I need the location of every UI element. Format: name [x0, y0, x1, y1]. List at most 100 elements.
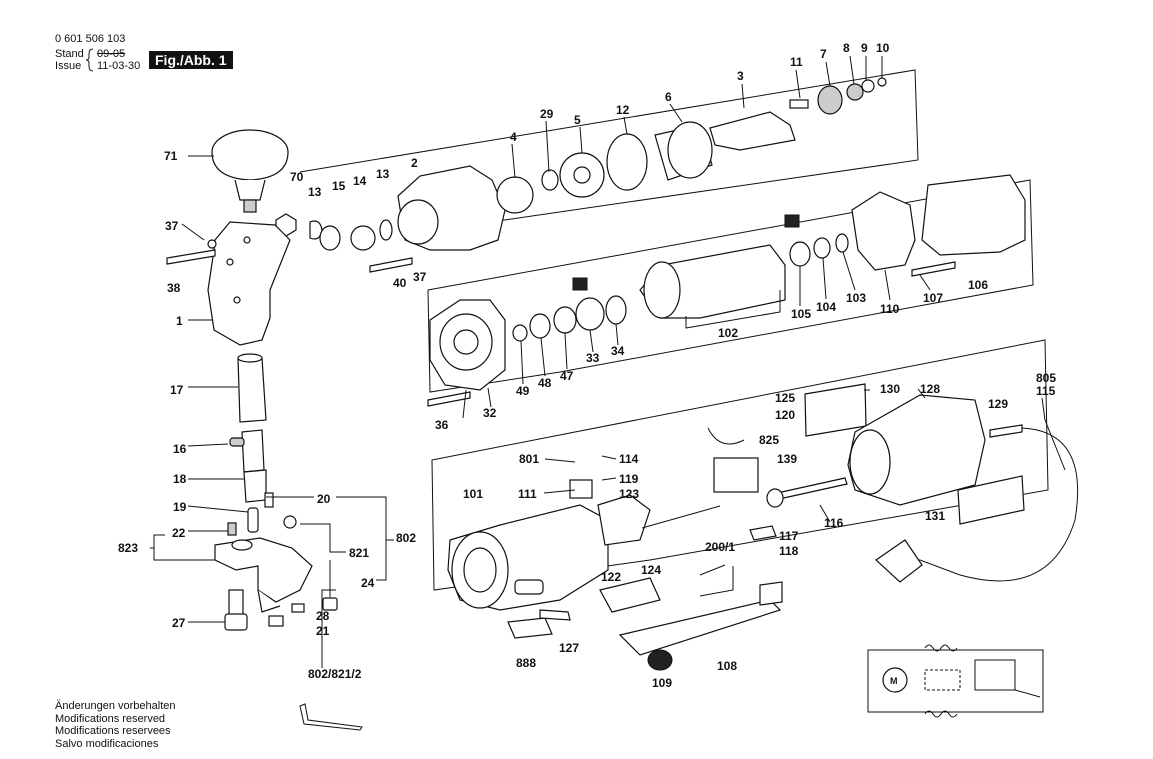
switch-part	[713, 457, 759, 493]
callout-128: 128	[920, 382, 940, 396]
part-number: 0 601 506 103	[55, 33, 126, 45]
callout-6: 6	[665, 90, 672, 104]
callout-127: 127	[559, 641, 579, 655]
callout-802-821-2: 802/821/2	[308, 667, 362, 681]
fan-part	[851, 191, 916, 271]
callout-821: 821	[349, 546, 369, 560]
callout-47: 47	[560, 369, 574, 383]
note-en: Modifications reserved	[55, 712, 166, 725]
callout-37b: 37	[413, 270, 427, 284]
circuit-schematic: M	[867, 644, 1044, 718]
nameplate-part	[957, 475, 1025, 525]
callout-11: 11	[790, 55, 803, 69]
callout-33: 33	[586, 351, 600, 365]
housing-parts	[447, 383, 1079, 671]
callout-129: 129	[988, 397, 1008, 411]
note-es: Salvo modificaciones	[55, 737, 159, 750]
callout-120: 120	[775, 408, 795, 422]
spindle-part	[709, 111, 796, 151]
note-de: Änderungen vorbehalten	[55, 700, 176, 712]
callout-119: 119	[619, 472, 639, 486]
callout-118: 118	[779, 544, 799, 558]
callout-801: 801	[519, 452, 539, 466]
issue-value: 11-03-30	[97, 60, 141, 72]
callout-13b: 13	[376, 167, 390, 181]
callout-16: 16	[173, 442, 187, 456]
motor-parts	[427, 174, 1026, 407]
callout-116: 116	[824, 516, 844, 530]
callout-111: 111	[518, 487, 537, 501]
callout-22: 22	[172, 526, 186, 540]
callout-823: 823	[118, 541, 138, 555]
callout-101: 101	[463, 487, 483, 501]
issue-label: Issue	[55, 60, 82, 72]
callout-805: 805	[1036, 371, 1056, 385]
callout-17: 17	[170, 383, 184, 397]
gear-train-parts	[397, 77, 887, 251]
callout-131: 131	[925, 509, 945, 523]
callout-48: 48	[538, 376, 552, 390]
callout-888: 888	[516, 656, 536, 670]
label-plate-part	[804, 383, 867, 437]
leader-lines	[150, 55, 1066, 668]
callout-104: 104	[816, 300, 836, 314]
modification-notes: Änderungen vorbehalten Modifications res…	[55, 700, 175, 750]
callout-19: 19	[173, 500, 187, 514]
callout-34: 34	[611, 344, 625, 358]
callout-21: 21	[316, 624, 330, 638]
callout-18: 18	[173, 472, 187, 486]
callout-110: 110	[880, 302, 900, 316]
callout-32: 32	[483, 406, 497, 420]
callout-825: 825	[759, 433, 779, 447]
callout-123: 123	[619, 487, 639, 501]
callout-13a: 13	[308, 185, 322, 199]
blade-holder-part	[214, 537, 313, 603]
callout-139: 139	[777, 452, 797, 466]
callout-27: 27	[172, 616, 186, 630]
callout-103: 103	[846, 291, 866, 305]
callout-3: 3	[737, 69, 744, 83]
callout-38: 38	[167, 281, 181, 295]
callout-24: 24	[361, 576, 375, 590]
callout-109: 109	[652, 676, 672, 690]
callout-5: 5	[574, 113, 581, 127]
callout-1: 1	[176, 314, 183, 328]
callout-124: 124	[641, 563, 661, 577]
callout-200-1: 200/1	[705, 540, 735, 554]
callout-28: 28	[316, 609, 330, 623]
callout-10: 10	[876, 41, 890, 55]
callout-105: 105	[791, 307, 811, 321]
svg-text:M: M	[890, 676, 898, 686]
callout-49: 49	[516, 384, 530, 398]
callout-20: 20	[317, 492, 331, 506]
callout-117: 117	[779, 529, 799, 543]
callout-115: 115	[1036, 384, 1056, 398]
sleeve-part	[237, 357, 267, 423]
callout-8: 8	[843, 41, 850, 55]
stand-value: 09-05	[97, 48, 126, 60]
callout-14: 14	[353, 174, 367, 188]
callout-114: 114	[619, 452, 639, 466]
figure-label: Fig./Abb. 1	[149, 51, 233, 69]
callout-125: 125	[775, 391, 795, 405]
handle-assembly	[166, 129, 413, 731]
callout-802: 802	[396, 531, 416, 545]
callout-71: 71	[164, 149, 178, 163]
stand-label: Stand	[55, 48, 84, 60]
callout-40: 40	[393, 276, 407, 290]
callout-12: 12	[616, 103, 630, 117]
callout-37a: 37	[165, 219, 179, 233]
head-housing-part	[207, 221, 291, 346]
guide-bar-part	[618, 599, 782, 656]
callout-36: 36	[435, 418, 449, 432]
callout-29: 29	[540, 107, 554, 121]
callout-2: 2	[411, 156, 418, 170]
callout-130: 130	[880, 382, 900, 396]
callout-7: 7	[820, 47, 827, 61]
callout-108: 108	[717, 659, 737, 673]
callout-107: 107	[923, 291, 943, 305]
callout-15: 15	[332, 179, 346, 193]
plug-part	[875, 539, 923, 583]
